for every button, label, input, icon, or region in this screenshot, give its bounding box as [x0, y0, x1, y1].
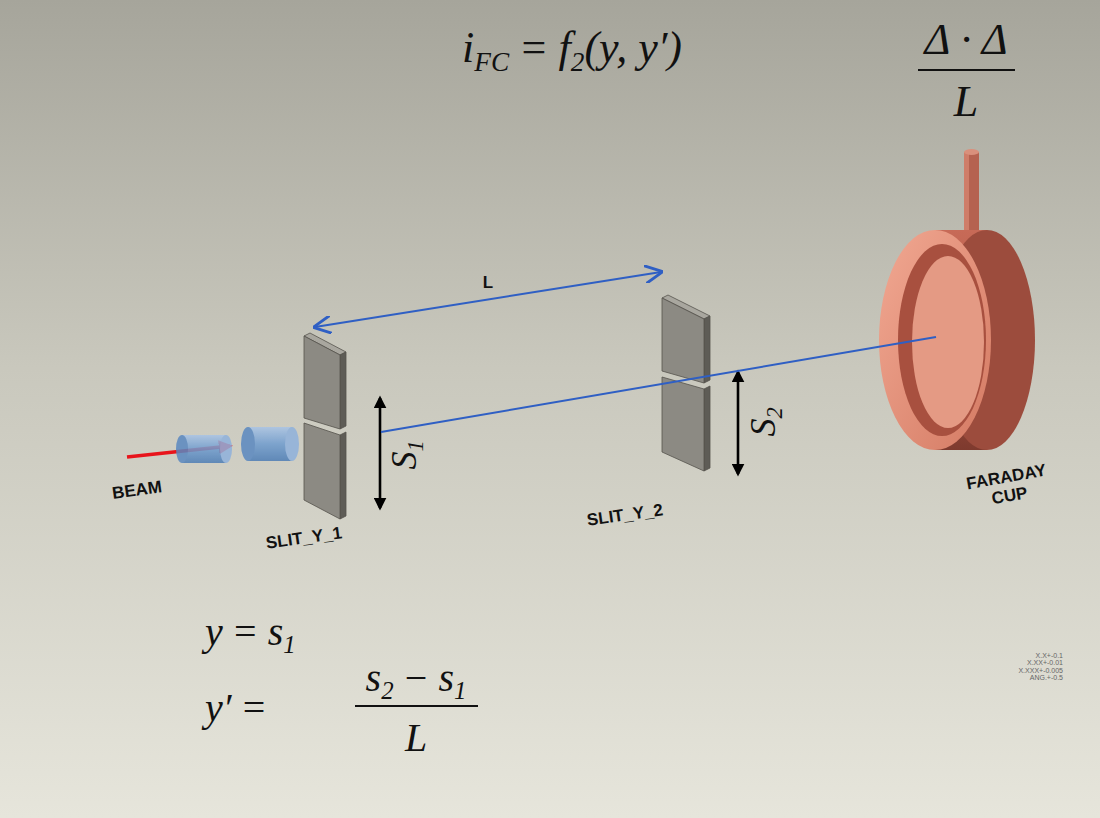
- label-text: ANG.+-0.5: [1018, 674, 1063, 681]
- position-formula: y=s1: [205, 612, 296, 652]
- angle-denominator: L: [405, 718, 427, 758]
- label-text: X.XXX+-0.005: [1018, 667, 1063, 674]
- label-text: (y, y′): [584, 23, 682, 72]
- operator: =: [234, 609, 257, 654]
- label-text: SLIT_Y_2: [586, 500, 664, 529]
- label-text: S: [743, 419, 783, 437]
- label-text: X.XX+-0.01: [1018, 659, 1063, 666]
- position-arrow: [379, 398, 382, 508]
- slit-position-label: S2: [745, 407, 781, 436]
- subscript: 1: [454, 677, 466, 704]
- label-text: y: [205, 609, 223, 654]
- label-text: i: [462, 23, 474, 72]
- slit-name: SLIT_Y_1: [265, 524, 343, 551]
- label-text: s: [366, 655, 382, 700]
- label-text: S: [384, 452, 424, 470]
- subscript: 1: [403, 440, 428, 451]
- subscript: FC: [474, 47, 509, 77]
- label-text: f: [559, 23, 571, 72]
- label-text: SLIT_Y_1: [265, 523, 343, 552]
- label-text: X.X+-0.1: [1018, 652, 1063, 659]
- formula-denominator: L: [954, 80, 978, 124]
- beam-optics: [176, 427, 299, 463]
- label-text: y′: [205, 685, 232, 730]
- slit-position-label: S1: [386, 440, 422, 469]
- current-formula: iFC=f2(y, y′): [462, 26, 682, 70]
- label-text: BEAM: [111, 477, 163, 503]
- operator: =: [521, 23, 546, 72]
- distance-label: L: [483, 274, 493, 291]
- faraday-cup-label: FARADAY CUP: [951, 459, 1066, 515]
- label-text: s: [438, 655, 454, 700]
- operator: −: [405, 655, 428, 700]
- fraction-bar: [918, 69, 1015, 71]
- label-text: FARADAY CUP: [965, 461, 1048, 508]
- formula-numerator: Δ · Δ: [924, 18, 1007, 62]
- label-text: s: [268, 609, 284, 654]
- angle-formula: y′=: [205, 688, 276, 728]
- label-text: L: [483, 273, 493, 292]
- label-text: L: [405, 715, 427, 760]
- angle-numerator: s2−s1: [366, 658, 467, 698]
- beam-trajectory: [381, 337, 936, 432]
- tolerance-note: X.X+-0.1X.XX+-0.01X.XXX+-0.005ANG.+-0.5: [1018, 652, 1063, 681]
- operator: =: [243, 685, 266, 730]
- position-arrow: [737, 372, 740, 474]
- faraday-cup: [879, 149, 1035, 450]
- subscript: 2: [571, 47, 585, 77]
- label-text: L: [954, 77, 978, 126]
- beam-label: BEAM: [111, 478, 163, 502]
- dimension-arrow: [315, 272, 661, 327]
- subscript: 2: [381, 677, 393, 704]
- label-text: Δ · Δ: [924, 15, 1007, 64]
- slit-name: SLIT_Y_2: [586, 501, 664, 528]
- subscript: 1: [283, 631, 295, 658]
- slit-y-1: [304, 333, 346, 519]
- fraction-bar: [355, 705, 478, 707]
- subscript: 2: [762, 407, 787, 418]
